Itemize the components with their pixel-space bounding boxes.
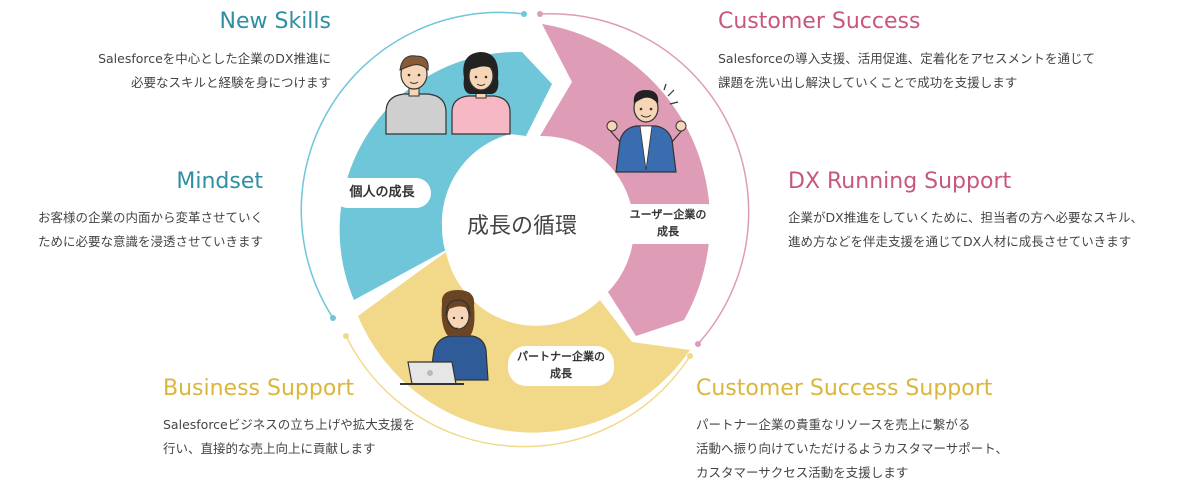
business-support-line-1: Salesforceビジネスの立ち上げや拡大支援を bbox=[163, 417, 416, 432]
customer-success-support-line-3: カスタマーサクセス活動を支援します bbox=[696, 465, 909, 480]
customer-success-description: Salesforceの導入支援、活用促進、定着化をアセスメントを通じて 課題を洗… bbox=[718, 47, 1095, 95]
new-skills-title: New Skills bbox=[219, 9, 331, 34]
pill-individual-growth: 個人の成長 bbox=[333, 178, 431, 208]
man-illustration bbox=[385, 55, 447, 135]
segment-partner-company bbox=[358, 252, 690, 433]
dx-running-support-title: DX Running Support bbox=[788, 169, 1012, 194]
customer-success-title: Customer Success bbox=[718, 9, 921, 34]
arc-dot-left-teal bbox=[330, 315, 336, 321]
new-skills-line-1: Salesforceを中心とした企業のDX推進に bbox=[98, 51, 331, 66]
business-support-title: Business Support bbox=[163, 376, 354, 401]
mindset-description: お客様の企業の内面から変革させていく ために必要な意識を浸透させていきます bbox=[38, 206, 263, 254]
arc-dot-left-gold bbox=[343, 333, 349, 339]
customer-success-support-title: Customer Success Support bbox=[696, 376, 993, 401]
new-skills-description: Salesforceを中心とした企業のDX推進に 必要なスキルと経験を身につけま… bbox=[98, 47, 331, 95]
pill-user-company-line2: 成長 bbox=[657, 225, 679, 238]
cheering-man-illustration bbox=[606, 83, 687, 173]
center-title: 成長の循環 bbox=[466, 214, 577, 239]
new-skills-line-2: 必要なスキルと経験を身につけます bbox=[130, 75, 331, 90]
business-support-line-2: 行い、直接的な売上向上に貢献します bbox=[163, 441, 376, 456]
mindset-line-2: ために必要な意識を浸透させていきます bbox=[37, 234, 263, 249]
customer-success-support-line-2: 活動へ振り向けていただけるようカスタマーサポート、 bbox=[696, 441, 1009, 456]
arc-dot-right-gold bbox=[687, 353, 693, 359]
center-circle bbox=[442, 146, 606, 310]
pill-partner-company-line1: パートナー企業の bbox=[517, 350, 605, 363]
mindset-title: Mindset bbox=[176, 169, 263, 194]
dx-running-support-line-1: 企業がDX推進をしていくために、担当者の方へ必要なスキル、 bbox=[788, 210, 1143, 225]
dx-running-support-description: 企業がDX推進をしていくために、担当者の方へ必要なスキル、 進め方などを伴走支援… bbox=[788, 206, 1143, 254]
outer-arc-pink bbox=[539, 12, 750, 345]
mindset-line-1: お客様の企業の内面から変革させていく bbox=[37, 210, 263, 225]
pill-user-company-line1: ユーザー企業の bbox=[629, 208, 707, 221]
customer-success-line-1: Salesforceの導入支援、活用促進、定着化をアセスメントを通じて bbox=[718, 51, 1095, 66]
business-support-description: Salesforceビジネスの立ち上げや拡大支援を 行い、直接的な売上向上に貢献… bbox=[163, 413, 415, 461]
woman-illustration bbox=[451, 52, 511, 135]
outer-arc-gold bbox=[345, 335, 691, 448]
operator-illustration bbox=[400, 290, 489, 385]
pill-partner-company-growth: パートナー企業の 成長 bbox=[508, 346, 614, 386]
outer-arc-teal bbox=[300, 11, 525, 319]
segment-user-company bbox=[540, 24, 710, 336]
customer-success-line-2: 課題を洗い出し解決していくことで成功を支援します bbox=[718, 75, 1018, 90]
pill-user-company-growth: ユーザー企業の 成長 bbox=[612, 204, 724, 244]
arc-dot-top-teal bbox=[521, 11, 527, 17]
pill-partner-company-line2: 成長 bbox=[550, 367, 572, 380]
customer-success-support-description: パートナー企業の貴重なリソースを売上に繋がる 活動へ振り向けていただけるようカス… bbox=[696, 413, 1008, 485]
dx-running-support-line-2: 進め方などを伴走支援を通じてDX人材に成長させていきます bbox=[788, 234, 1132, 249]
customer-success-support-line-1: パートナー企業の貴重なリソースを売上に繋がる bbox=[696, 417, 971, 432]
arc-dot-right-pink bbox=[695, 341, 701, 347]
arc-dot-top-pink bbox=[537, 11, 543, 17]
